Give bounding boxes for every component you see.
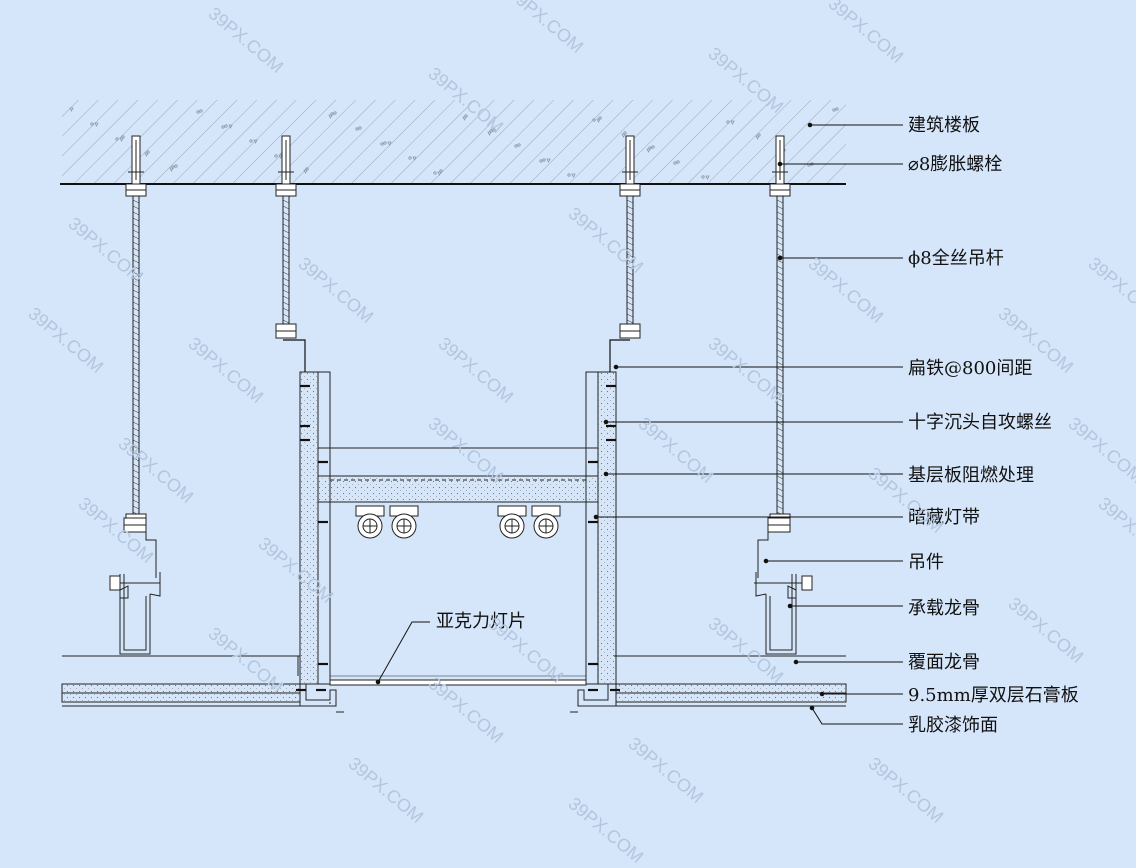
- label-slab: 建筑楼板: [908, 115, 980, 136]
- label-cover-keel: 覆面龙骨: [908, 652, 980, 673]
- leader-dot-10: [793, 659, 799, 665]
- label-acrylic-panel: 亚克力灯片: [436, 611, 526, 632]
- label-base-board: 基层板阻燃处理: [908, 465, 1034, 486]
- hanger-rod-1: [125, 135, 147, 529]
- led-strip-lamps: [355, 505, 561, 539]
- leader-line-12: [811, 707, 903, 725]
- left-keel-assembly: [109, 517, 161, 655]
- label-anchor-bolt: ⌀8膨胀螺栓: [908, 154, 1002, 175]
- countersunk-screws: [296, 384, 620, 692]
- flat-iron-brackets: [283, 339, 630, 372]
- label-gypsum-board: 9.5mm厚双层石膏板: [908, 684, 1079, 706]
- leader-dot-7: [593, 514, 599, 520]
- leader-lines: [375, 122, 903, 725]
- leader-line-13: [377, 621, 430, 683]
- label-threaded-rod: ϕ8全丝吊杆: [908, 248, 1004, 269]
- label-screw: 十字沉头自攻螺丝: [908, 412, 1052, 433]
- leader-dot-12: [809, 705, 815, 711]
- leader-dot-3: [777, 255, 783, 261]
- hanger-rod-2: [275, 135, 297, 339]
- label-main-keel: 承载龙骨: [908, 598, 980, 619]
- drawing-stage: 建筑楼板 ⌀8膨胀螺栓 ϕ8全丝吊杆 扁铁@800间距 十字沉头自攻螺丝 基层板…: [25, 0, 1136, 867]
- right-keel-assembly: [754, 517, 813, 655]
- light-trough: [299, 371, 617, 686]
- leader-dot-6: [603, 471, 609, 477]
- label-latex-paint: 乳胶漆饰面: [908, 715, 998, 736]
- label-flat-iron: 扁铁@800间距: [908, 358, 1032, 379]
- leader-dot-4: [613, 364, 619, 370]
- ceiling-section-drawing: 建筑楼板 ⌀8膨胀螺栓 ϕ8全丝吊杆 扁铁@800间距 十字沉头自攻螺丝 基层板…: [60, 100, 1079, 736]
- leader-dot-2: [777, 161, 783, 167]
- led-lamp-2: [389, 505, 419, 539]
- building-slab: [60, 100, 846, 185]
- leader-dot-1: [807, 122, 813, 128]
- led-lamp-4: [531, 505, 561, 539]
- hanger-rod-3: [619, 135, 641, 339]
- led-lamp-1: [355, 505, 385, 539]
- hanger-rod-4: [769, 135, 791, 529]
- leader-dot-11: [819, 691, 825, 697]
- hanger-rods: [125, 135, 791, 529]
- cover-keel-and-boards: [61, 655, 847, 713]
- leader-dot-8: [763, 558, 769, 564]
- label-hanger: 吊件: [908, 552, 944, 573]
- led-lamp-3: [497, 505, 527, 539]
- annotation-labels: 建筑楼板 ⌀8膨胀螺栓 ϕ8全丝吊杆 扁铁@800间距 十字沉头自攻螺丝 基层板…: [436, 115, 1079, 736]
- leader-dot-5: [603, 419, 609, 425]
- label-led-strip: 暗藏灯带: [908, 507, 980, 528]
- leader-dot-13: [375, 679, 381, 685]
- leader-dot-9: [787, 603, 793, 609]
